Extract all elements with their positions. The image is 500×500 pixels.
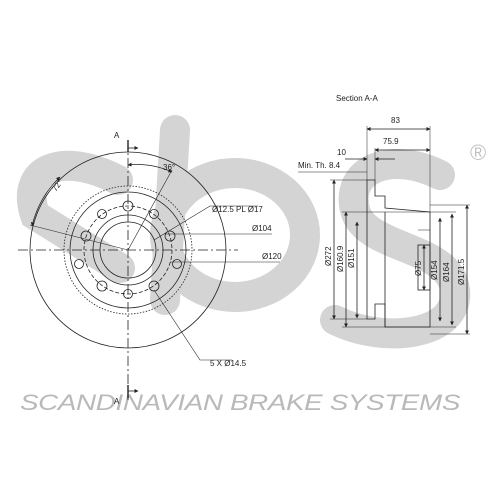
bolt-hole [96,280,108,292]
dim-d171-5: Ø171.5 [457,258,466,285]
dim-d272: Ø272 [324,246,333,266]
dim-10: 10 [337,148,346,157]
front-view [18,140,280,400]
bolt-hole [164,230,176,242]
min-thickness: Min. Th. 8.4 [298,161,341,170]
section-view-labels: Section A-A 83 75.9 10 Min. Th. 8.4 Ø272… [298,94,466,285]
small-hole [172,259,182,269]
label-d120: Ø120 [262,252,282,261]
angle-label-36: 36° [163,163,175,172]
dim-d160-9: Ø160.9 [336,245,345,272]
angle-arc-72 [30,176,61,227]
section-letter-bottom: A [114,397,120,406]
small-hole [149,209,159,219]
registered-mark: ® [470,140,486,165]
bolt-hole [80,230,92,242]
dim-d151: Ø151 [347,248,356,268]
company-name: SCANDINAVIAN BRAKE SYSTEMS [20,390,461,415]
label-small-holes: Ø12.5 PL Ø17 [212,205,263,214]
sbs-logo-watermark [16,115,471,349]
label-d104: Ø104 [252,224,272,233]
section-letter-top: A [114,131,120,140]
dim-d75: Ø75 [414,260,423,276]
section-title: Section A-A [336,94,378,103]
angle-arc-36 [127,162,173,173]
dim-d154: Ø154 [430,260,439,280]
small-hole [97,209,107,219]
angle-ray-36 [127,169,173,251]
leader-bolt-holes [153,289,232,361]
section-view [298,126,470,335]
dim-83: 83 [391,116,400,125]
small-hole [74,259,84,269]
leader-small-holes [153,205,258,241]
angle-ray-72 [29,224,129,251]
dim-d164: Ø164 [442,262,451,282]
dim-75-9: 75.9 [383,137,399,146]
bolt-hole [148,280,160,292]
label-bolt-holes: 5 X Ø14.5 [210,359,247,368]
